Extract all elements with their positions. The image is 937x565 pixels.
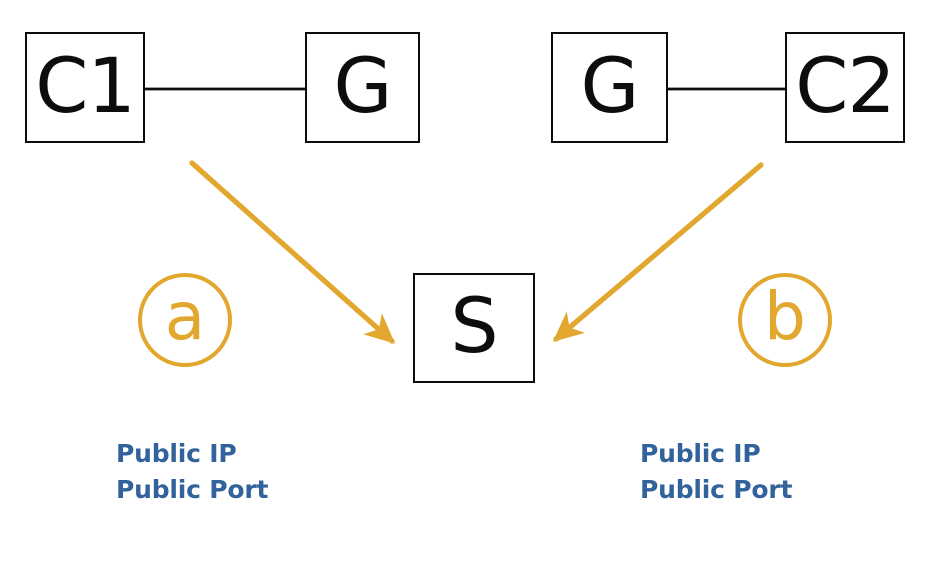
step-marker-b: b [738,273,832,367]
node-label-server: S [450,281,498,370]
node-label-c1: C1 [35,40,135,130]
step-marker-a: a [138,273,232,367]
caption-left-line2: Public Port [116,475,269,504]
node-box-server: S [413,273,535,383]
node-label-c2: C2 [795,40,895,130]
step-marker-a-label: a [164,278,206,355]
caption-right-line2: Public Port [640,475,793,504]
arrow-b-to-server [552,162,764,342]
caption-left-line1: Public IP [116,439,237,468]
node-label-gateway-left: G [333,40,393,130]
node-box-gateway-left: G [305,32,420,143]
node-label-gateway-right: G [580,40,640,130]
caption-left: Public IP Public Port [116,436,268,508]
node-box-gateway-right: G [551,32,668,143]
node-box-c2: C2 [785,32,905,143]
caption-right: Public IP Public Port [640,436,792,508]
node-box-c1: C1 [25,32,145,143]
step-marker-b-label: b [764,278,806,355]
caption-right-line1: Public IP [640,439,761,468]
